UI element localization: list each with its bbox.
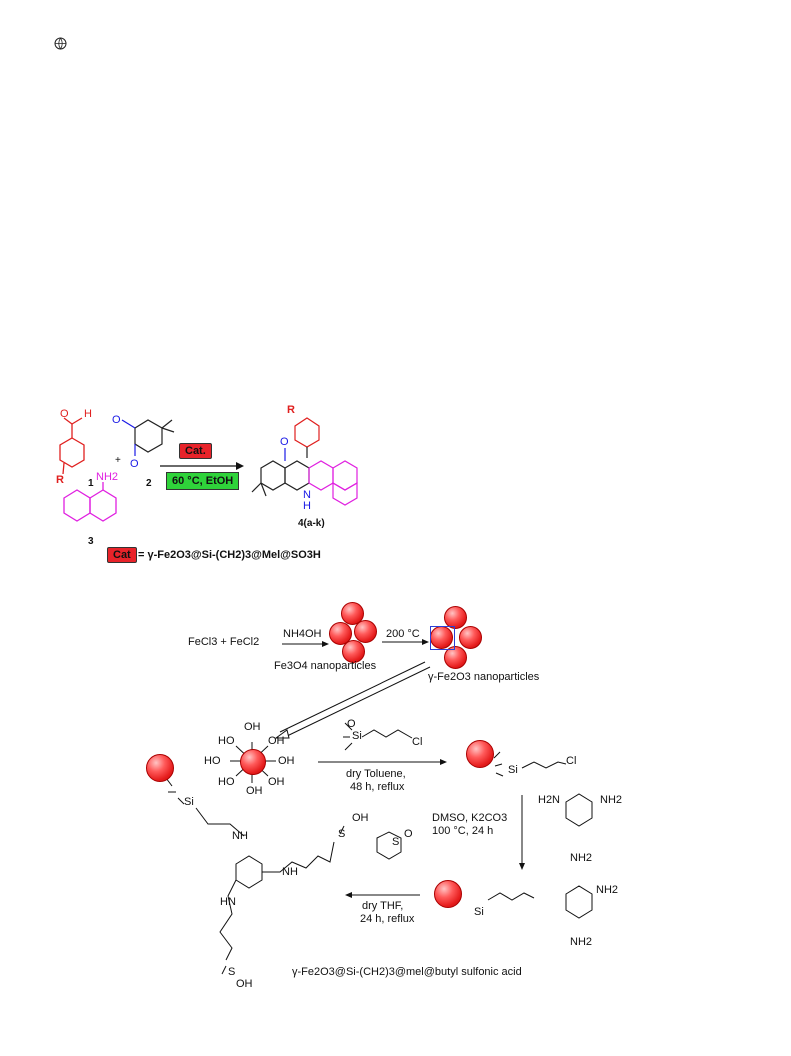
- dione-O-2: O: [130, 458, 139, 470]
- conditions-box: 60 °C, EtOH: [166, 472, 240, 490]
- silane-O1: O: [347, 718, 356, 730]
- product-structure: [251, 417, 358, 506]
- silane-Cl: Cl: [412, 736, 423, 748]
- dione-structure: [121, 419, 175, 456]
- hydroxyl-top: OH: [244, 721, 261, 733]
- product-O: O: [280, 436, 289, 448]
- step4-line1: dry THF,: [362, 900, 404, 912]
- melamine-H2N: H2N: [538, 794, 561, 806]
- product-NH2-bottom: NH2: [570, 936, 593, 948]
- product-NH-H: H: [303, 500, 311, 512]
- final-S-top: S: [338, 828, 346, 840]
- gfe2o3-particle-right: [459, 626, 482, 649]
- silylated-Si: Si: [508, 764, 518, 776]
- hydroxyl-bottom: OH: [246, 785, 263, 797]
- final-Si: Si: [184, 796, 194, 808]
- label-compound-1: 1: [88, 478, 94, 489]
- naphthylamine-structure: [63, 482, 117, 522]
- melamine-NH2-right: NH2: [600, 794, 623, 806]
- catalyst-def-box: Cat: [107, 547, 137, 563]
- lattice-highlight-box: [430, 626, 455, 650]
- silane-Si: Si: [352, 730, 362, 742]
- hydroxyl-bottom-right: OH: [268, 776, 285, 788]
- final-NH-2: NH: [282, 866, 298, 878]
- sultone-S: S: [392, 836, 400, 848]
- catalyst-synthesis-scheme: FeCl3 + FeCl2 NH4OH Fe3O4 nanoparticles …: [0, 580, 791, 1056]
- step3-line1: DMSO, K2CO3: [432, 812, 508, 824]
- catalyst-box: Cat.: [179, 443, 212, 459]
- step2-line1: dry Toluene,: [346, 768, 406, 780]
- hydroxyl-top-left: HO: [218, 735, 235, 747]
- fe3o4-label: Fe3O4 nanoparticles: [274, 660, 377, 672]
- nh4oh-reagent: NH4OH: [283, 628, 322, 640]
- gfe2o3-particle-top: [444, 606, 467, 629]
- step3-line2: 100 °C, 24 h: [432, 825, 494, 837]
- melamine-particle-Si: Si: [474, 906, 484, 918]
- final-OH-bottom: OH: [236, 978, 253, 990]
- aldehyde-structure: [59, 417, 85, 475]
- aldehyde-O: O: [60, 408, 69, 420]
- product-R: R: [287, 404, 295, 416]
- label-compound-2: 2: [146, 478, 152, 489]
- silylated-Cl: Cl: [566, 755, 577, 767]
- sultone-O: O: [404, 828, 413, 840]
- final-OH-top: OH: [352, 812, 369, 824]
- fe3o4-particle-top: [341, 602, 364, 625]
- plus-sign: +: [115, 455, 121, 466]
- dione-O-1: O: [112, 414, 121, 426]
- product-NH2-top: NH2: [596, 884, 619, 896]
- hydroxyl-right: OH: [278, 755, 295, 767]
- final-NH-1: NH: [232, 830, 248, 842]
- fe3o4-particle-left: [329, 622, 352, 645]
- final-particle: [146, 754, 174, 782]
- reaction-scheme-1: O H R 1 + O O 2 NH2 3 Cat. 60 °C, EtOH R…: [56, 404, 358, 563]
- final-catalyst-label: γ-Fe2O3@Si-(CH2)3@mel@butyl sulfonic aci…: [292, 966, 522, 978]
- final-HN: HN: [220, 896, 236, 908]
- label-product-4: 4(a-k): [298, 518, 325, 529]
- product-N: N: [303, 489, 311, 501]
- silylated-particle: [466, 740, 494, 768]
- hydroxyl-left: HO: [204, 755, 221, 767]
- melamine-NH2-bottom: NH2: [570, 852, 593, 864]
- gfe2o3-particle-bottom: [444, 646, 467, 669]
- final-S-bottom: S: [228, 966, 236, 978]
- heat-condition: 200 °C: [386, 628, 420, 640]
- globe-icon: [54, 37, 67, 50]
- substituent-R-1: R: [56, 474, 64, 486]
- aldehyde-H: H: [84, 408, 92, 420]
- label-compound-3: 3: [88, 536, 94, 547]
- melamine-particle: [434, 880, 462, 908]
- fe3o4-particle-bottom: [342, 640, 365, 663]
- hydroxyl-bottom-left: HO: [218, 776, 235, 788]
- hydroxylated-particle: [240, 749, 266, 775]
- fe3o4-particle-right: [354, 620, 377, 643]
- catalyst-definition: = γ-Fe2O3@Si-(CH2)3@Mel@SO3H: [138, 549, 321, 561]
- step4-line2: 24 h, reflux: [360, 913, 415, 925]
- start-reagents: FeCl3 + FeCl2: [188, 636, 260, 648]
- step2-line2: 48 h, reflux: [350, 781, 405, 793]
- hydroxyl-top-right: OH: [268, 735, 285, 747]
- amine-group: NH2: [96, 471, 119, 483]
- gfe2o3-label: γ-Fe2O3 nanoparticles: [428, 671, 540, 683]
